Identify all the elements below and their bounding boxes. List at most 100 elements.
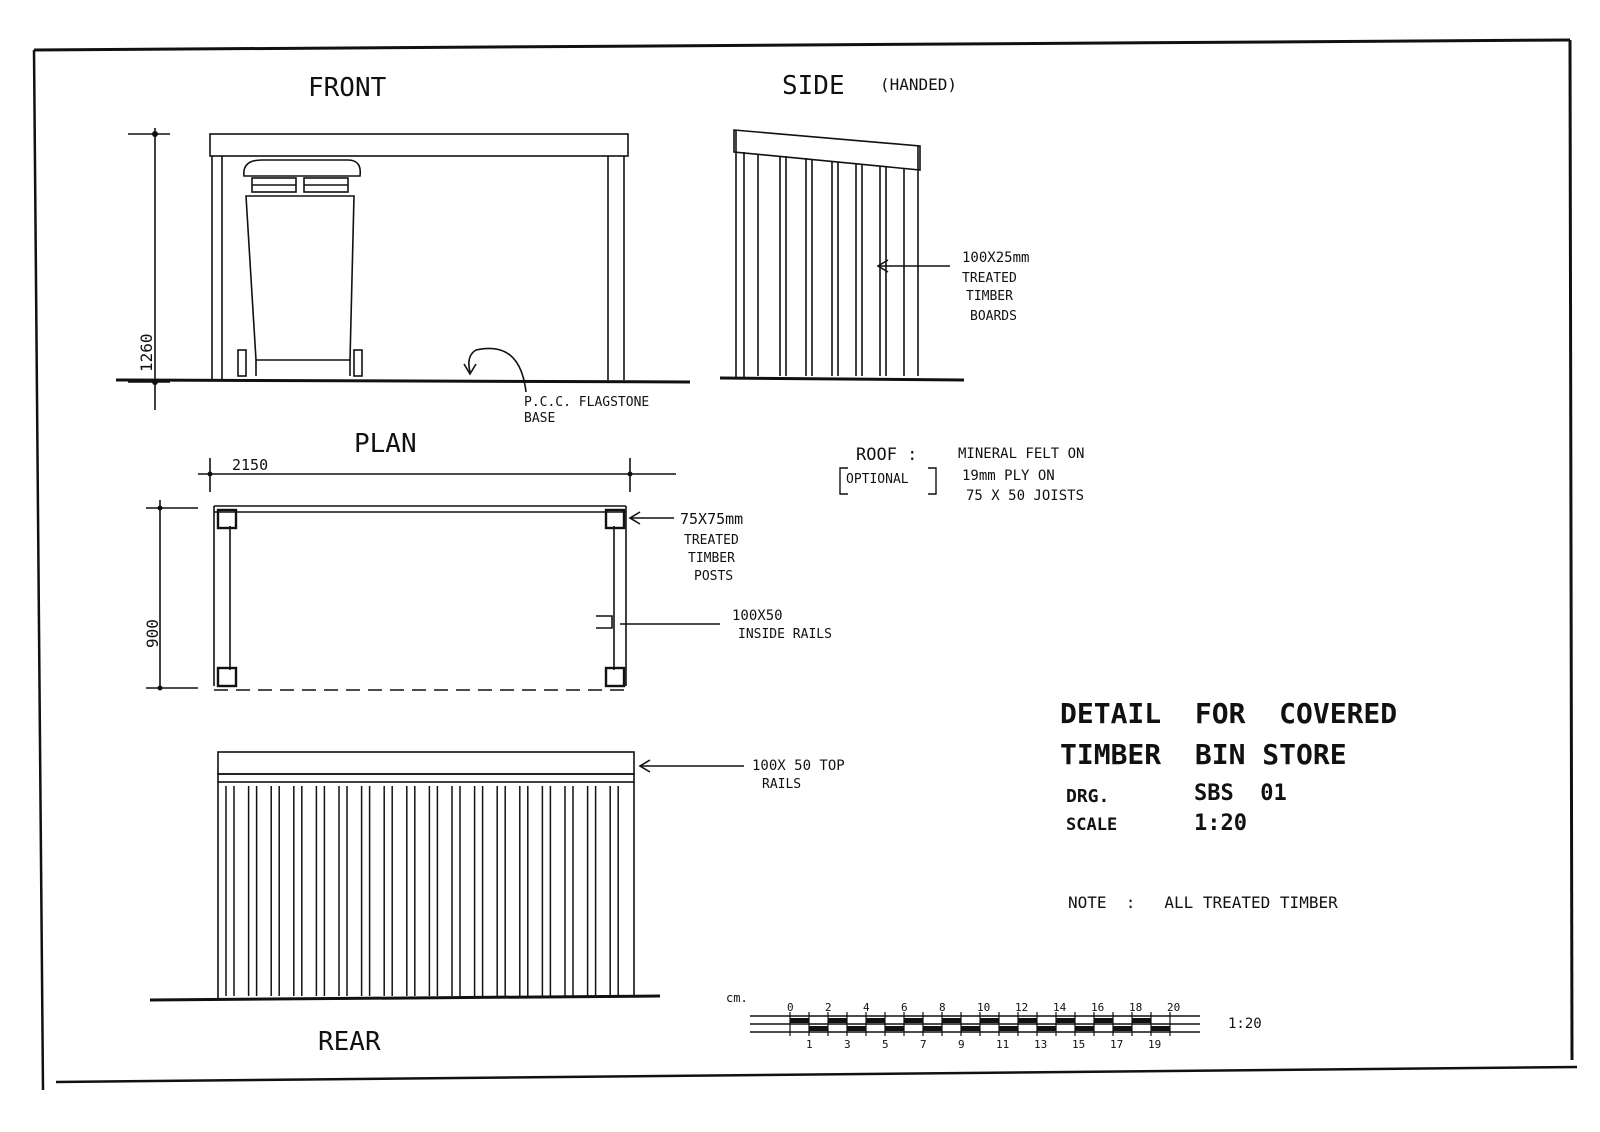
inside-rails-line2: INSIDE RAILS xyxy=(738,627,832,642)
scale-label: SCALE xyxy=(1066,815,1117,835)
dimension-node xyxy=(157,505,163,511)
drawing-title-line1: DETAIL FOR COVERED xyxy=(1060,697,1397,730)
drawing-number-value: SBS 01 xyxy=(1194,781,1287,806)
scale-bar-block xyxy=(847,1026,866,1031)
roof-spec-line3: 75 X 50 JOISTS xyxy=(966,488,1084,504)
scale-bar-blocks xyxy=(789,1012,1171,1036)
base-label-line2: BASE xyxy=(524,411,555,426)
scale-bar-tick-label: 2 xyxy=(825,1001,832,1014)
scale-bar-tick-label: 4 xyxy=(863,1001,870,1014)
posts-label-line1: 75X75mm xyxy=(680,510,743,528)
scale-bar-ratio: 1:20 xyxy=(1228,1016,1262,1032)
scale-bar-block xyxy=(904,1018,923,1023)
scale-bar-tick-label: 5 xyxy=(882,1038,889,1051)
scale-bar-block xyxy=(923,1026,942,1031)
scale-bar-block xyxy=(961,1026,980,1031)
base-label-line1: P.C.C. FLAGSTONE xyxy=(524,395,649,410)
scale-bar-tick-label: 10 xyxy=(977,1001,990,1014)
scale-value: 1:20 xyxy=(1194,811,1247,836)
side-view-title: SIDE xyxy=(782,71,845,101)
depth-dimension: 900 xyxy=(143,619,162,648)
boards-label-line2: TREATED xyxy=(962,271,1017,286)
scale-bar-block xyxy=(1113,1026,1132,1031)
drawing-title-line2: TIMBER BIN STORE xyxy=(1060,738,1347,771)
scale-bar-tick-label: 14 xyxy=(1053,1001,1067,1014)
scale-bar-block xyxy=(1075,1026,1094,1031)
scale-bar-block xyxy=(866,1018,885,1023)
top-rails-line1: 100X 50 TOP xyxy=(752,758,845,774)
rear-boards xyxy=(225,786,619,996)
top-rails-line2: RAILS xyxy=(762,777,801,792)
scale-bar-tick-label: 7 xyxy=(920,1038,927,1051)
boards-label-line3: TIMBER xyxy=(966,289,1013,304)
scale-bar-block xyxy=(885,1026,904,1031)
scale-bar-tick-label: 18 xyxy=(1129,1001,1142,1014)
scale-bar-tick-label: 3 xyxy=(844,1038,851,1051)
scale-bar-tick-label: 9 xyxy=(958,1038,965,1051)
scale-bar-block xyxy=(942,1018,961,1023)
dimension-node xyxy=(152,379,158,385)
posts-label-line2: TREATED xyxy=(684,533,739,548)
scale-bar-tick-label: 16 xyxy=(1091,1001,1104,1014)
roof-note-optional: OPTIONAL xyxy=(846,472,909,487)
scale-bar-tick-label: 17 xyxy=(1110,1038,1123,1051)
scale-bar-tick-label: 20 xyxy=(1167,1001,1180,1014)
rear-view: 100X 50 TOP RAILS REAR xyxy=(149,751,845,1057)
side-view-handed: (HANDED) xyxy=(880,75,957,94)
scale-bar-block xyxy=(1018,1018,1037,1023)
scale-bar-tick-label: 13 xyxy=(1034,1038,1047,1051)
boards-label-line1: 100X25mm xyxy=(962,250,1029,266)
scale-bar-block xyxy=(828,1018,847,1023)
timber-post xyxy=(216,508,238,530)
roof-spec-line1: MINERAL FELT ON xyxy=(958,446,1084,462)
scale-bar-block xyxy=(1132,1018,1151,1023)
plan-view-title: PLAN xyxy=(354,429,417,459)
plan-view: PLAN xyxy=(143,429,832,691)
general-note: NOTE : ALL TREATED TIMBER xyxy=(1068,893,1338,912)
scale-bar-block xyxy=(999,1026,1018,1031)
rear-view-title: REAR xyxy=(318,1027,381,1057)
dimension-node xyxy=(157,685,163,691)
boards-label-line4: BOARDS xyxy=(970,309,1017,324)
dimension-node xyxy=(207,471,213,477)
scale-bar-unit: cm. xyxy=(726,991,748,1005)
timber-post xyxy=(216,666,238,688)
scale-bar-block xyxy=(790,1018,809,1023)
scale-bar-tick-label: 8 xyxy=(939,1001,946,1014)
scale-bar-tick-label: 12 xyxy=(1015,1001,1028,1014)
timber-posts xyxy=(216,508,626,688)
scale-bar-block xyxy=(1037,1026,1056,1031)
roof-spec-line2: 19mm PLY ON xyxy=(962,468,1055,484)
scale-bar-block xyxy=(980,1018,999,1023)
roof-note-title: ROOF : xyxy=(856,445,917,465)
scale-bar-block xyxy=(1094,1018,1113,1023)
scale-bar-tick-label: 15 xyxy=(1072,1038,1085,1051)
front-view-title: FRONT xyxy=(308,73,387,103)
width-dimension: 2150 xyxy=(232,456,268,474)
side-view: SIDE (HANDED) 100X25mm T xyxy=(719,71,1029,382)
scale-bar-tick-label: 1 xyxy=(806,1038,813,1051)
timber-post xyxy=(604,508,626,530)
scale-bar-tick-label: 11 xyxy=(996,1038,1009,1051)
roof-note: ROOF : OPTIONAL MINERAL FELT ON 19mm PLY… xyxy=(839,445,1084,504)
posts-label-line4: POSTS xyxy=(694,569,733,584)
scale-bar-tick-label: 6 xyxy=(901,1001,908,1014)
scale-bar-tick-label: 0 xyxy=(787,1001,794,1014)
timber-post xyxy=(604,666,626,688)
inside-rails-line1: 100X50 xyxy=(732,608,783,624)
dimension-node xyxy=(152,131,158,137)
front-view: FRONT xyxy=(115,73,691,426)
scale-bar-top-ticks: 0 2 4 6 8 10 12 14 16 18 20 xyxy=(787,1001,1180,1014)
sheet-border xyxy=(32,38,1578,1091)
scale-bar-block xyxy=(1056,1018,1075,1023)
posts-label-line3: TIMBER xyxy=(688,551,735,566)
height-dimension: 1260 xyxy=(137,333,156,372)
scale-bar-block xyxy=(1151,1026,1170,1031)
dimension-node xyxy=(627,471,633,477)
scale-bar-tick-label: 19 xyxy=(1148,1038,1161,1051)
title-block: DETAIL FOR COVERED TIMBER BIN STORE DRG.… xyxy=(1060,697,1397,912)
drawing-number-label: DRG. xyxy=(1066,786,1109,807)
